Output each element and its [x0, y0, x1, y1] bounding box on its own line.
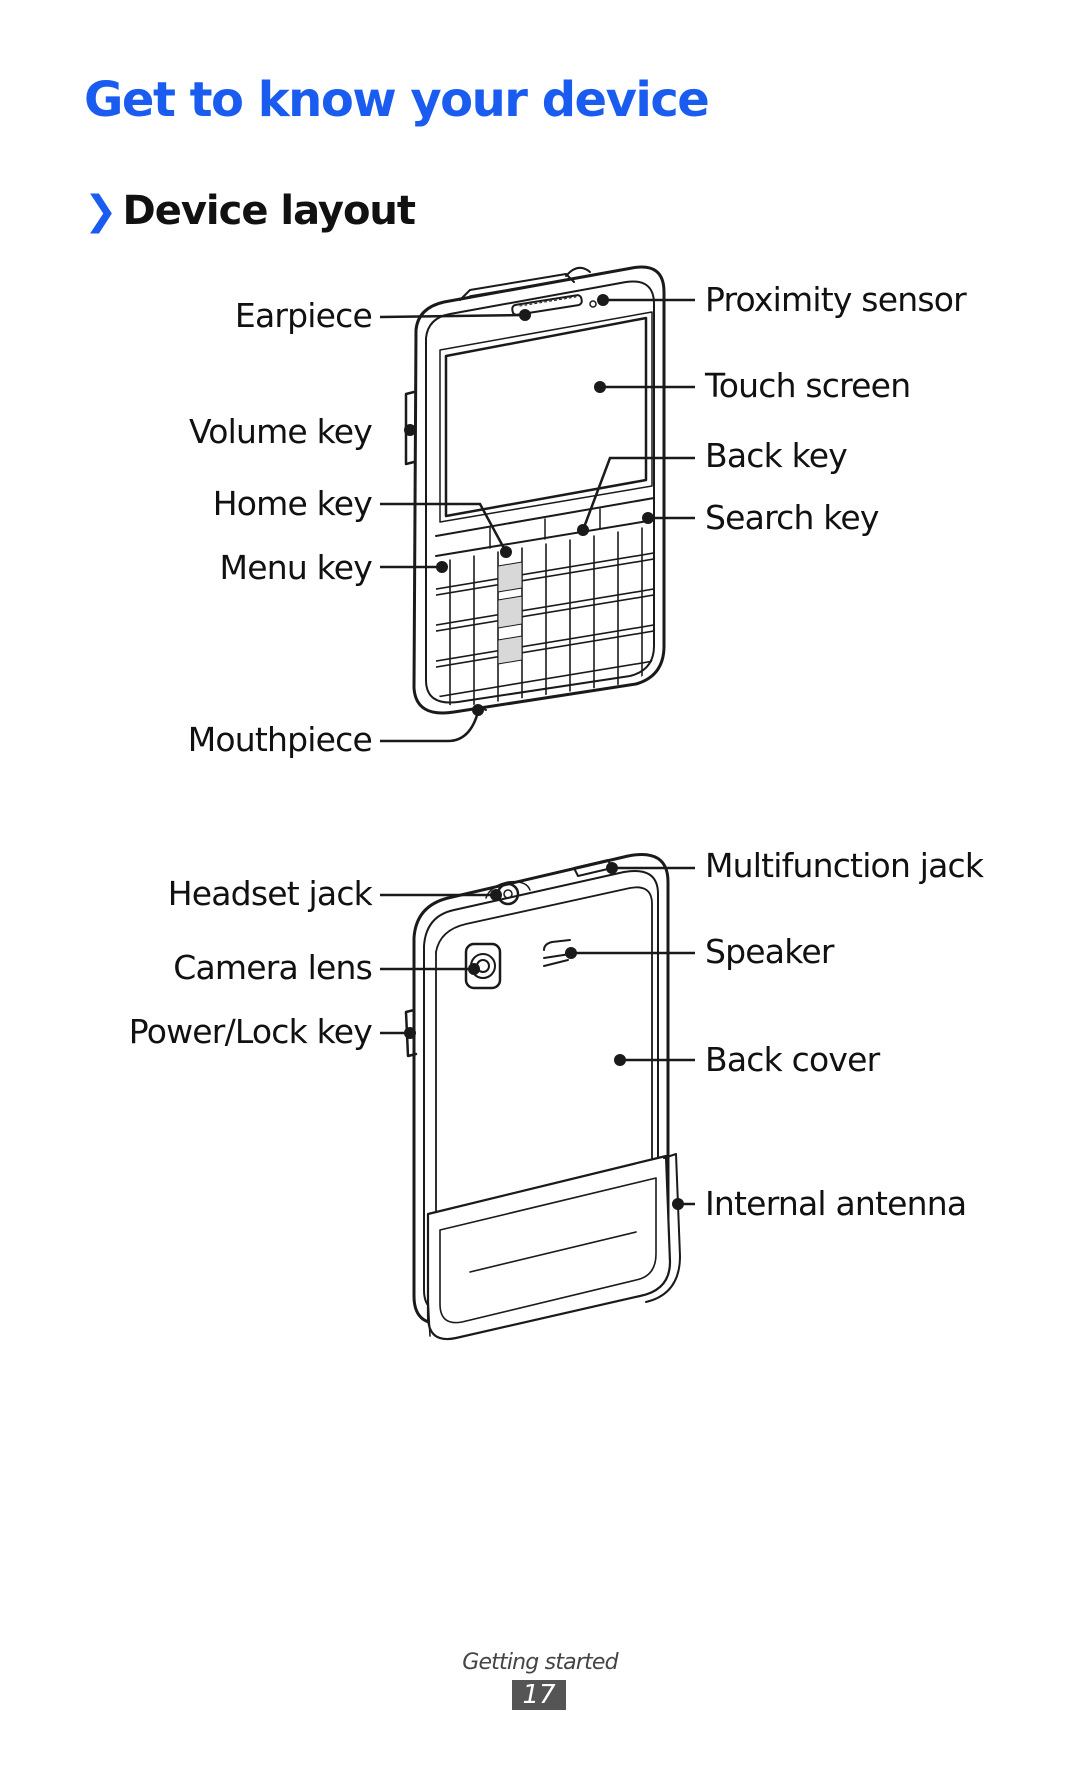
label-camera-lens: Camera lens	[173, 948, 373, 987]
page-number-badge: 17	[512, 1680, 566, 1710]
label-internal-antenna: Internal antenna	[705, 1184, 967, 1223]
label-speaker: Speaker	[705, 932, 834, 971]
label-menu-key: Menu key	[219, 548, 373, 587]
label-mouthpiece: Mouthpiece	[187, 720, 373, 759]
label-back-key: Back key	[705, 436, 848, 475]
label-proximity-sensor: Proximity sensor	[705, 280, 967, 319]
back-leader-lines	[380, 866, 695, 1206]
label-multifunction-jack: Multifunction jack	[705, 846, 984, 885]
page-title: Get to know your device	[84, 72, 710, 128]
phone-front-illustration	[404, 265, 666, 715]
phone-back-illustration	[404, 853, 681, 1341]
label-back-cover: Back cover	[705, 1040, 880, 1079]
label-power-lock-key: Power/Lock key	[128, 1012, 373, 1051]
label-home-key: Home key	[212, 484, 373, 523]
front-leader-dots	[404, 294, 654, 716]
label-headset-jack: Headset jack	[167, 874, 373, 913]
label-search-key: Search key	[705, 498, 879, 537]
label-earpiece: Earpiece	[234, 296, 373, 335]
label-volume-key: Volume key	[189, 412, 373, 451]
section-heading-text: Device layout	[122, 188, 417, 234]
front-leader-lines	[379, 298, 695, 743]
footer-section-name: Getting started	[462, 1650, 618, 1675]
back-leader-dots	[404, 862, 684, 1210]
label-touch-screen: Touch screen	[705, 366, 911, 405]
chevron-right-icon: ❯	[84, 188, 118, 234]
section-heading: ❯Device layout	[84, 188, 417, 234]
